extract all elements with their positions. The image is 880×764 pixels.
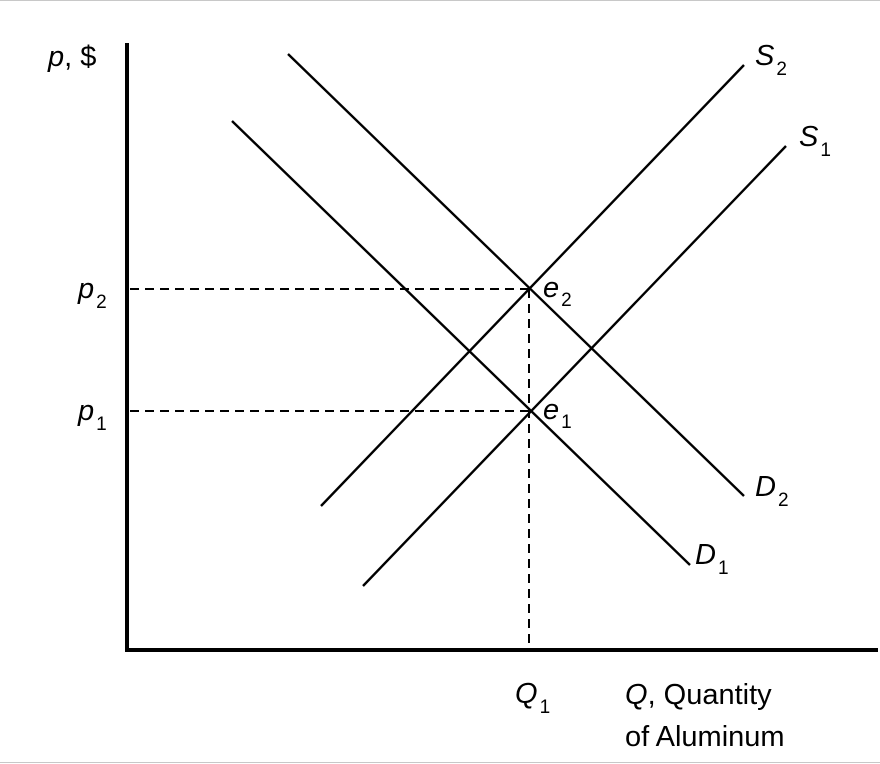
- supply-curve-s1: [362, 145, 787, 587]
- demand-curve-d2: [287, 53, 745, 497]
- x-axis-title-line2: of Aluminum: [625, 721, 785, 753]
- demand-curve-d1: [231, 120, 691, 566]
- y-axis-title: p, $: [47, 41, 96, 73]
- supply-curve-s2: [320, 64, 745, 507]
- x-axis-title: Q, Quantity: [625, 679, 772, 711]
